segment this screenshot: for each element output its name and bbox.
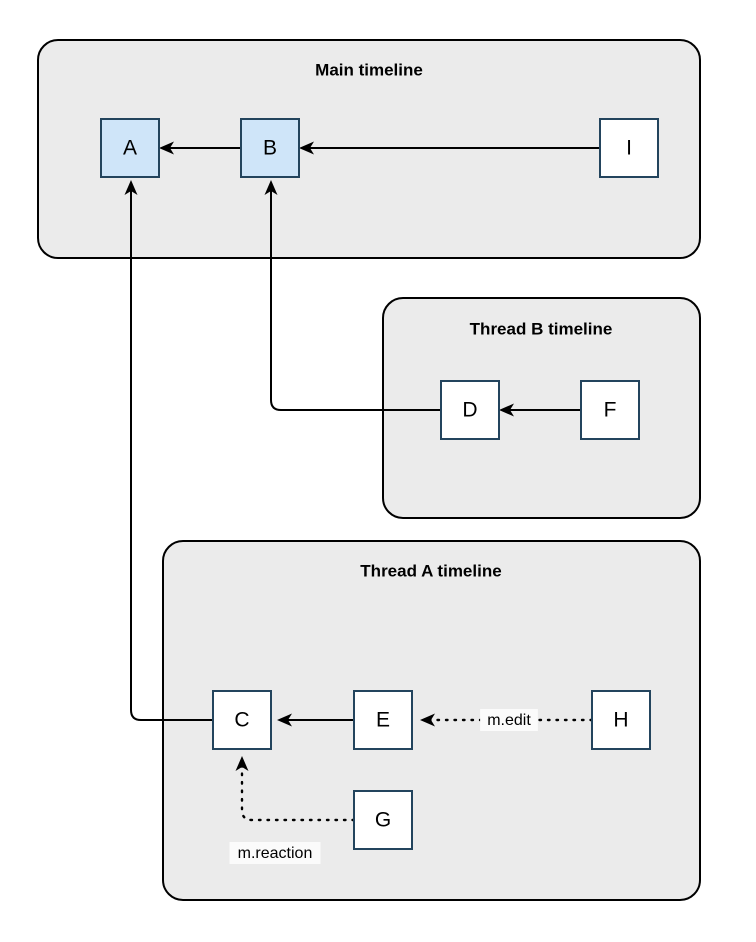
container-title-main: Main timeline [315, 60, 423, 79]
container-title-thread-b: Thread B timeline [470, 319, 613, 338]
edge-H-to-E [420, 713, 594, 727]
arrowhead-C-to-A [124, 180, 138, 195]
edge-C-to-A [124, 180, 213, 721]
event-node-H[interactable]: H [591, 690, 651, 750]
edge-path-G-to-C [240, 763, 356, 822]
edge-G-to-C [235, 756, 356, 822]
edge-I-to-B [299, 141, 600, 155]
edge-F-to-D [499, 403, 581, 417]
node-box-F[interactable] [580, 380, 640, 440]
event-node-E[interactable]: E [353, 690, 413, 750]
edge-path-D-to-B [270, 189, 441, 411]
node-label-D: D [462, 399, 477, 422]
node-box-I[interactable] [599, 118, 659, 178]
container-title-thread-a: Thread A timeline [360, 561, 501, 580]
edge-path-C-to-A [130, 189, 213, 721]
edge-label-highlight-G-to-C [229, 842, 321, 864]
node-label-H: H [613, 709, 628, 732]
node-label-C: C [234, 709, 249, 732]
edge-B-to-A [159, 141, 241, 155]
event-node-I[interactable]: I [599, 118, 659, 178]
node-box-E[interactable] [353, 690, 413, 750]
timeline-container-thread-b: Thread B timeline [382, 297, 701, 519]
node-box-G[interactable] [353, 790, 413, 850]
node-label-G: G [375, 809, 391, 832]
event-node-G[interactable]: G [353, 790, 413, 850]
edge-E-to-C [277, 713, 354, 727]
arrowhead-F-to-D [499, 403, 514, 417]
container-shape-thread-b [382, 297, 701, 519]
node-label-B: B [263, 137, 277, 160]
node-box-B[interactable] [240, 118, 300, 178]
arrowhead-D-to-B [264, 180, 278, 195]
node-label-F: F [604, 399, 617, 422]
arrowhead-E-to-C [277, 713, 292, 727]
arrowhead-G-to-C [235, 756, 249, 771]
event-node-F[interactable]: F [580, 380, 640, 440]
edge-D-to-B [264, 180, 441, 411]
node-box-A[interactable] [100, 118, 160, 178]
arrowhead-H-to-E [420, 713, 435, 727]
node-label-A: A [123, 137, 137, 160]
edge-label-highlight-H-to-E [480, 709, 538, 731]
arrowhead-B-to-A [159, 141, 174, 155]
node-label-E: E [376, 709, 390, 732]
event-node-C[interactable]: C [212, 690, 272, 750]
edge-label-group-H-to-E: m.edit [480, 709, 538, 731]
node-box-C[interactable] [212, 690, 272, 750]
event-node-A[interactable]: A [100, 118, 160, 178]
event-node-B[interactable]: B [240, 118, 300, 178]
edge-label-G-to-C: m.reaction [238, 845, 313, 862]
edge-labels-layer: m.edit m.reaction [229, 709, 538, 864]
node-label-I: I [626, 137, 632, 160]
arrowhead-I-to-B [299, 141, 314, 155]
edges-layer [124, 141, 600, 822]
edge-label-group-G-to-C: m.reaction [229, 842, 321, 864]
event-nodes: A B I D F C E G H [100, 118, 659, 850]
edge-label-H-to-E: m.edit [487, 712, 531, 729]
event-node-D[interactable]: D [440, 380, 500, 440]
node-box-H[interactable] [591, 690, 651, 750]
node-box-D[interactable] [440, 380, 500, 440]
